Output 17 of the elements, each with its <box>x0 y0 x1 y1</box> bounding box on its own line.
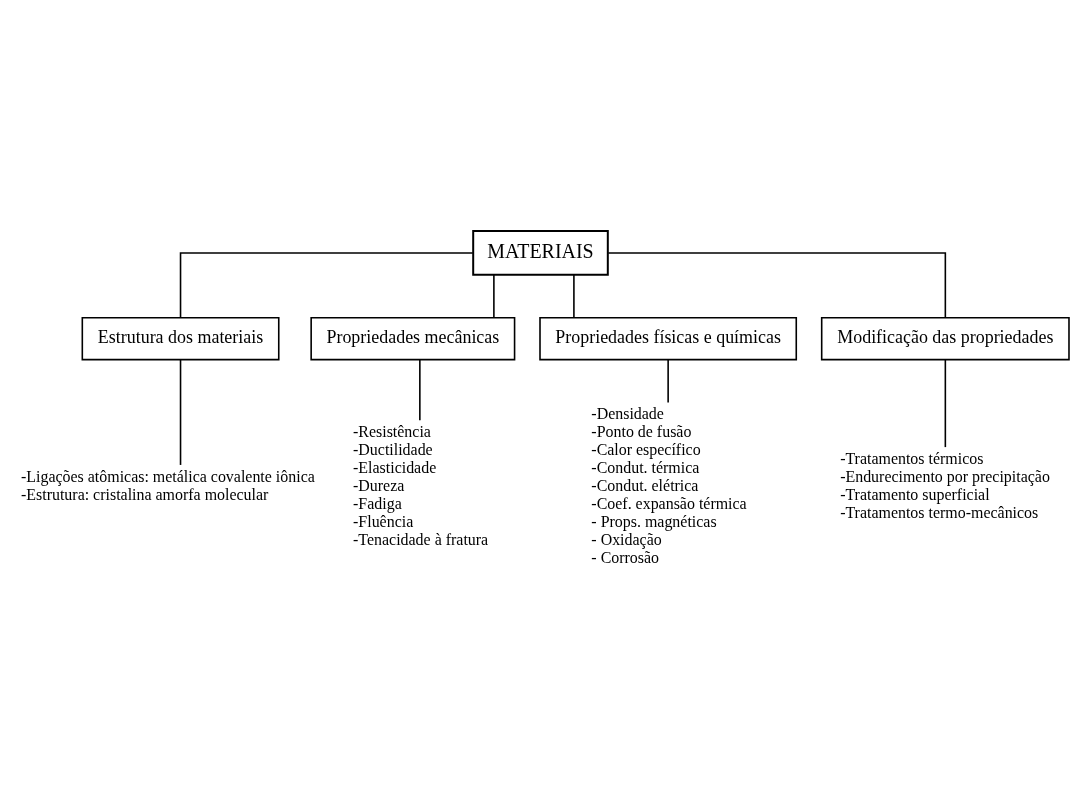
connector <box>493 273 495 318</box>
node-text: -Tratamentos térmicos -Endurecimento por precipitação -Tratamento superficial -Tratamentos termo-mecânicos <box>840 449 1050 521</box>
node-box: MATERIAIS <box>472 229 609 276</box>
connector <box>607 251 947 318</box>
connector <box>179 358 182 466</box>
node-text: -Resistência -Ductilidade -Elasticidade -Dureza -Fadiga -Fluência -Tenacidade à fratura <box>353 422 489 548</box>
connector <box>573 273 575 318</box>
connector <box>179 251 474 318</box>
node-box: Propriedades mecânicas <box>310 316 516 360</box>
connector <box>419 358 421 421</box>
connector <box>944 358 947 448</box>
node-box: Propriedades físicas e químicas <box>539 316 798 360</box>
node-box: Modificação das propriedades <box>820 316 1070 360</box>
node-box: Estrutura dos materiais <box>81 316 280 360</box>
connector <box>667 358 669 403</box>
node-text: -Ligações atômicas: metálica covalente iônica -Estrutura: cristalina amorfa molecular <box>20 467 315 503</box>
node-text: -Densidade -Ponto de fusão -Calor específico -Condut. térmica -Condut. elétrica -Coef. expansão térmica - Props. magnéticas - Oxidação - Corrosão <box>591 404 747 566</box>
